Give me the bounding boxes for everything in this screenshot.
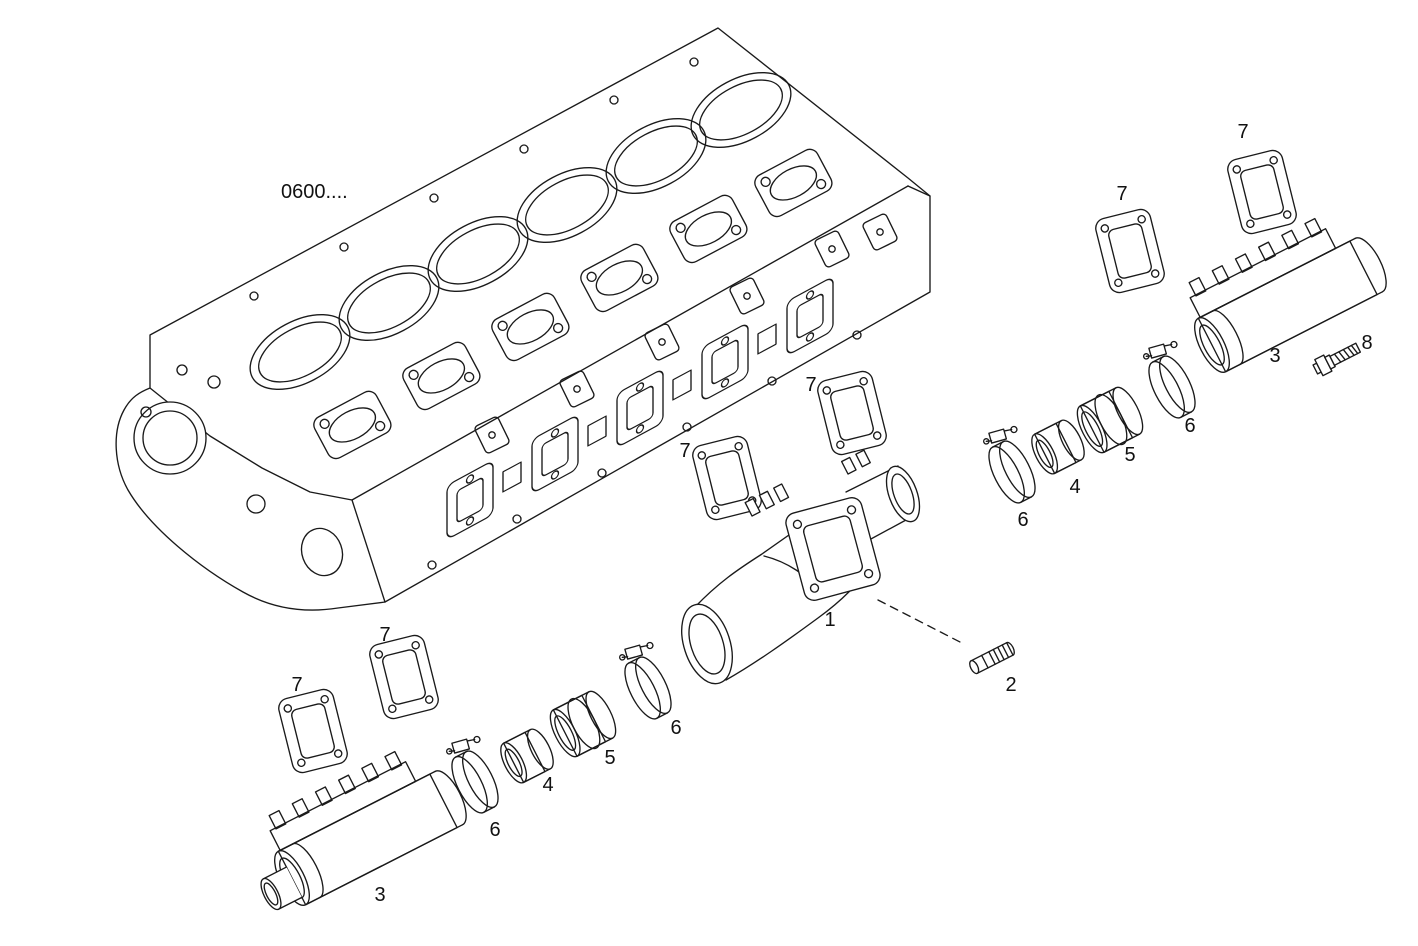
- callout-4-left: 4: [542, 774, 553, 796]
- callout-5-right: 5: [1124, 444, 1135, 466]
- head-end-bore: [133, 401, 207, 475]
- part-2-stud: [969, 641, 1015, 675]
- callout-8-screw: 8: [1361, 332, 1372, 354]
- callout-7-top-right: 7: [1237, 121, 1248, 143]
- part-7-gasket-top-right: [1224, 147, 1300, 237]
- engine-cylinder-head: [115, 27, 931, 611]
- callout-labels: 0600.... 7 7 3 8 6 5 4 6 7 7 1 2 6 5 4 6…: [281, 121, 1373, 906]
- pipe-left-stub: [260, 866, 303, 911]
- leader-line-stud: [877, 599, 961, 643]
- diagram-code-label: 0600....: [281, 181, 348, 203]
- part-1-exhaust-manifold: [681, 449, 921, 685]
- callout-7-mid-left: 7: [679, 440, 690, 462]
- part-7-gasket-right: [1092, 206, 1168, 296]
- callout-1-manifold: 1: [824, 609, 835, 631]
- part-8-screw: [1312, 342, 1362, 377]
- callout-4-right: 4: [1069, 476, 1080, 498]
- callout-2-stud: 2: [1005, 674, 1016, 696]
- part-7-gasket-mid-right: [814, 368, 890, 458]
- callout-6-left-outer: 6: [670, 717, 681, 739]
- callout-6-right-inner: 6: [1017, 509, 1028, 531]
- part-6-clamp-right-outer: [1134, 335, 1209, 424]
- part-7-gasket-lower: [366, 632, 442, 722]
- callout-6-left-inner: 6: [489, 819, 500, 841]
- callout-5-left: 5: [604, 747, 615, 769]
- callout-3-left-pipe: 3: [374, 884, 385, 906]
- part-6-clamp-left-outer: [610, 636, 685, 725]
- part-7-gasket-lower-left: [275, 686, 351, 776]
- part-6-clamp-left-inner: [437, 730, 512, 819]
- callout-7-lower: 7: [379, 624, 390, 646]
- callout-6-right-outer: 6: [1184, 415, 1195, 437]
- head-end-opening: [300, 527, 344, 577]
- diagram-art: [115, 27, 1394, 911]
- manifold-flange-face: [785, 497, 881, 601]
- callout-3-right-pipe: 3: [1269, 345, 1280, 367]
- callout-7-right: 7: [1116, 183, 1127, 205]
- callout-7-lower-left: 7: [291, 674, 302, 696]
- callout-7-mid-right: 7: [805, 374, 816, 396]
- part-5-sleeve-right: [1070, 381, 1150, 459]
